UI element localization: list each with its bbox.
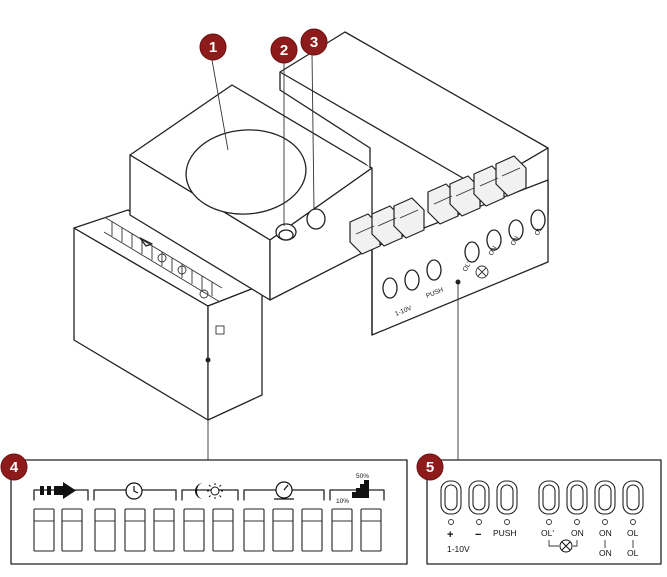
push-label: PUSH [493, 528, 517, 538]
on-label: ON [571, 528, 584, 538]
clock-icon [125, 482, 143, 500]
group-bracket-3 [181, 489, 239, 501]
dip-switch-7 [212, 508, 234, 552]
housing-dip-switches [103, 217, 225, 335]
housing-on-label-2: ON [510, 235, 521, 247]
badge-5: 5 [416, 453, 444, 481]
housing-ol-label: OL [534, 226, 545, 237]
ol-top-label: OL [627, 528, 639, 538]
gauge-icon [274, 481, 294, 500]
bar-steps-icon: 50% 10% [336, 473, 369, 505]
svg-text:1: 1 [209, 39, 217, 56]
dip-switch-1 [33, 508, 55, 552]
lamp-circuit [548, 539, 634, 553]
dip-switch-4 [124, 508, 146, 552]
range-label: 1-10V [447, 544, 470, 554]
badge-1: 1 [199, 33, 227, 61]
dip-switch-2 [61, 508, 83, 552]
on-top-label: ON [599, 528, 612, 538]
sensor-lens [185, 129, 307, 215]
front-terminal-holes [382, 209, 546, 299]
dip-switch-11 [331, 508, 353, 552]
dip-switch-9 [272, 508, 294, 552]
dip-switch-6 [183, 508, 205, 552]
step-top-label: 50% [356, 473, 369, 480]
plus-label: + [447, 529, 453, 541]
dip-switch-8 [243, 508, 265, 552]
housing-on-label: ON [488, 245, 499, 257]
dip-switch-panel: 4 [0, 453, 408, 565]
svg-text:4: 4 [10, 459, 19, 476]
lamp-icon [475, 265, 489, 279]
svg-text:2: 2 [280, 42, 288, 59]
arrow-right-icon [40, 482, 76, 499]
moon-sun-icon [195, 483, 223, 499]
dip-switch-5 [153, 508, 175, 552]
badge-3: 3 [300, 28, 328, 56]
svg-text:5: 5 [426, 459, 434, 476]
sensor-housing: 1-10V PUSH OL' ON ON OL [73, 31, 549, 421]
terminal-buttons [440, 480, 644, 515]
dip-switch-3 [94, 508, 116, 552]
leader-lines [205, 53, 461, 460]
minus-label: − [475, 529, 481, 541]
on-bottom-label: ON [599, 548, 612, 558]
badge-2: 2 [270, 36, 298, 64]
light-sensor [306, 208, 326, 230]
terminal-block: 5 + − 1-10V PUSH OL [416, 453, 662, 565]
dip-switches [33, 508, 382, 552]
dip-switch-12 [360, 508, 382, 552]
housing-ol-prime-label: OL' [462, 261, 473, 273]
svg-text:3: 3 [310, 34, 318, 51]
badge-4: 4 [0, 453, 28, 481]
step-bottom-label: 10% [336, 498, 349, 505]
dip-switch-10 [301, 508, 323, 552]
ol-prime-label: OL' [541, 528, 554, 538]
ol-bottom-label: OL [627, 548, 639, 558]
terminal-clamps [349, 155, 527, 255]
